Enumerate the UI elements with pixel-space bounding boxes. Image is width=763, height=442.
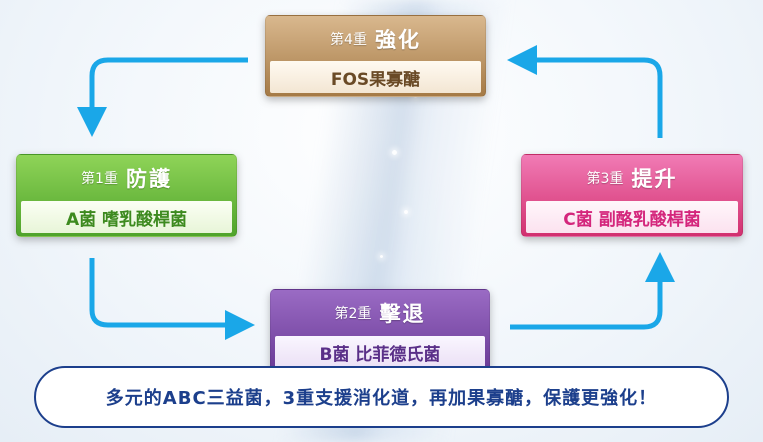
sparkle [404,210,408,214]
stage-4-header: 第4重 強化 [266,16,485,61]
stage-1-title: 防護 [125,167,172,191]
stage-3-step: 第3重 [586,171,624,187]
stage-2-box: 第2重 擊退 B菌 比菲德氏菌 [270,289,490,372]
stage-2-title: 擊退 [379,302,426,326]
stage-2-header: 第2重 擊退 [271,290,489,336]
stage-4-step: 第4重 [330,31,367,48]
arrow-stage4-to-stage1 [77,57,248,137]
stage-3-box: 第3重 提升 C菌 副酪乳酸桿菌 [521,154,743,237]
stage-1-header: 第1重 防護 [17,155,236,201]
stage-2-detail: B菌 比菲德氏菌 [275,336,485,368]
arrow-stage1-to-stage2 [89,258,255,340]
summary-text: 多元的ABC三益菌，3重支援消化道，再加果寡醣，保護更強化！ [105,388,658,409]
summary-banner: 多元的ABC三益菌，3重支援消化道，再加果寡醣，保護更強化！ [34,366,729,428]
stage-3-header: 第3重 提升 [522,155,742,201]
sparkle [380,255,383,258]
stage-3-detail: C菌 副酪乳酸桿菌 [526,201,738,233]
stage-1-detail: A菌 嗜乳酸桿菌 [21,201,232,233]
stage-1-box: 第1重 防護 A菌 嗜乳酸桿菌 [16,154,237,237]
stage-1-step: 第1重 [81,171,118,187]
stage-4-detail: FOS果寡醣 [270,61,481,93]
stage-4-box: 第4重 強化 FOS果寡醣 [265,15,486,97]
arrow-stage2-to-stage3 [510,252,675,330]
stage-3-title: 提升 [631,167,678,191]
sparkle [392,150,397,155]
stage-2-step: 第2重 [334,306,372,322]
stage-4-title: 強化 [374,27,421,52]
arrow-stage3-to-stage4 [507,45,663,138]
